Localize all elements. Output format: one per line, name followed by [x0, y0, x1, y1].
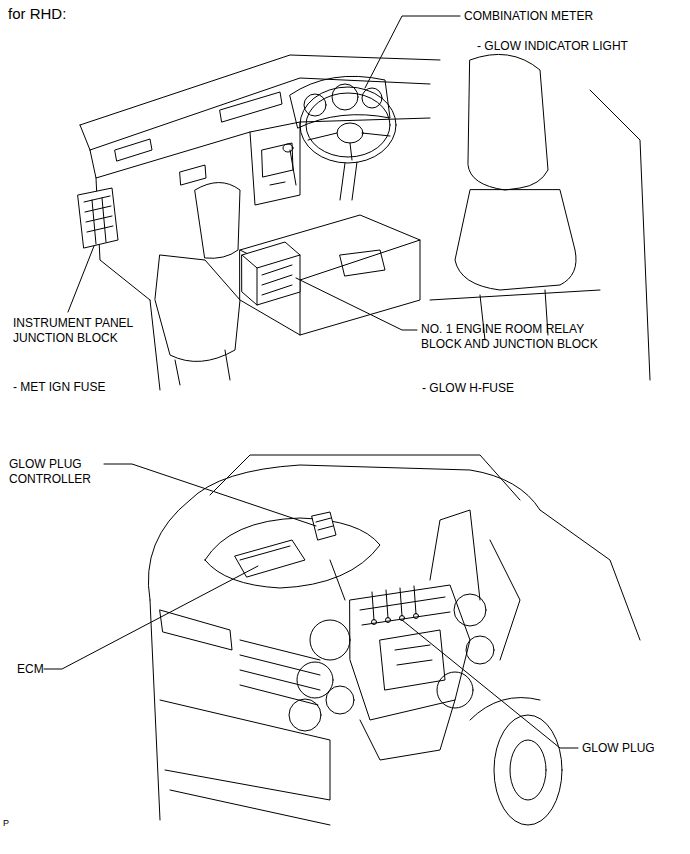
leader-line — [365, 16, 460, 88]
cabin-illustration — [78, 54, 650, 390]
leader-lines — [44, 16, 578, 748]
part-label: INSTRUMENT PANEL JUNCTION BLOCK — [13, 316, 138, 346]
part-label: GLOW PLUG CONTROLLER — [9, 457, 104, 487]
part-label: ECM — [17, 662, 44, 677]
figure-title: for RHD: — [8, 5, 66, 23]
leader-line — [104, 464, 316, 526]
engine-illustration — [289, 510, 520, 760]
part-label: - GLOW INDICATOR LIGHT — [477, 39, 628, 54]
figure-code: P — [3, 816, 9, 831]
part-label: - MET IGN FUSE — [13, 380, 105, 395]
part-label: COMBINATION METER — [464, 9, 593, 24]
part-label: NO. 1 ENGINE ROOM RELAY BLOCK AND JUNCTI… — [421, 322, 611, 352]
leader-line — [296, 278, 417, 330]
leader-line — [44, 566, 258, 669]
vehicle-illustration — [148, 455, 640, 825]
leader-line — [68, 246, 94, 312]
part-label: - GLOW H-FUSE — [422, 381, 514, 396]
leader-line — [402, 620, 578, 748]
part-label: GLOW PLUG — [582, 741, 655, 756]
